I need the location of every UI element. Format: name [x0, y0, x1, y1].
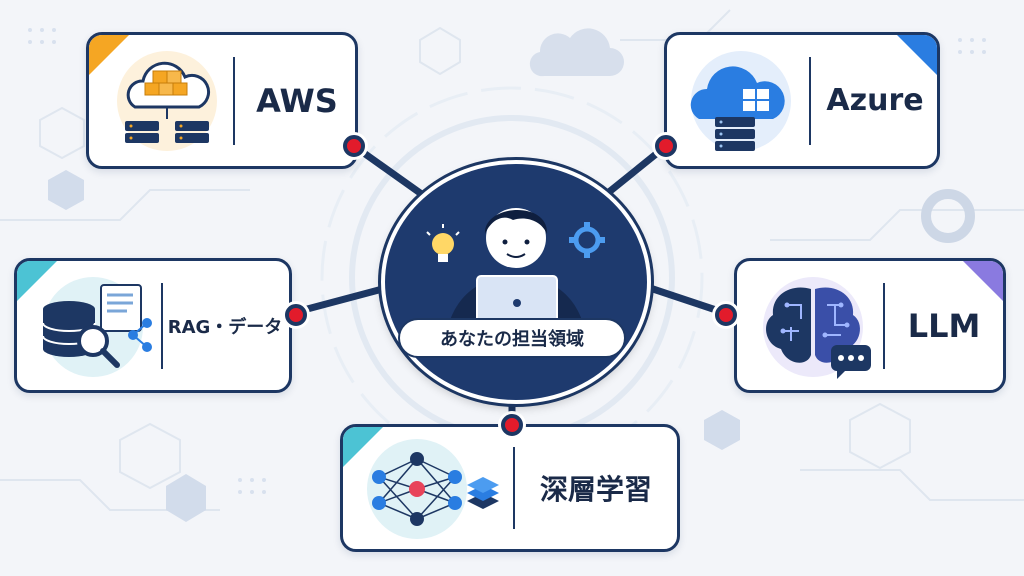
aws-cloud-server-icon [117, 51, 217, 151]
connector-llm [634, 280, 726, 316]
database-search-icon [42, 277, 152, 377]
rag-data-label: RAG・データ [167, 316, 283, 338]
circuit-line [770, 209, 1024, 241]
center-label: あなたの担当領域 [398, 318, 626, 358]
card-corner-accent [17, 261, 57, 301]
hexagon-decoration [419, 26, 461, 76]
deep-learning-card[interactable]: 深層学習 [340, 424, 680, 552]
connector-rag [292, 284, 390, 316]
person-with-laptop-icon [426, 208, 605, 342]
card-corner-accent [897, 35, 937, 75]
connector-aws [350, 142, 434, 204]
gear-icon [569, 222, 605, 258]
llm-label: LLM [907, 306, 981, 345]
center-hub [381, 160, 651, 404]
deep-learning-label: 深層学習 [539, 473, 652, 506]
azure-card[interactable]: Azure [664, 32, 940, 169]
card-corner-accent [89, 35, 129, 75]
connector-dot-llm [715, 304, 737, 326]
card-divider [513, 447, 515, 529]
lightbulb-icon [426, 224, 460, 262]
rag-data-card[interactable]: RAG・データ [14, 258, 292, 393]
azure-label: Azure [826, 83, 924, 118]
hexagon-decoration [119, 422, 181, 490]
circuit-line [0, 189, 250, 221]
aws-label: AWS [256, 81, 338, 120]
hexagon-decoration [704, 410, 740, 450]
card-divider [809, 57, 811, 145]
card-divider [161, 283, 163, 369]
connector-dot-azure [655, 135, 677, 157]
cloud-decoration [529, 28, 624, 77]
connector-azure [600, 142, 670, 200]
connector-dot-aws [343, 135, 365, 157]
hexagon-decoration [166, 474, 206, 522]
gear-decoration [921, 189, 975, 243]
hexagon-decoration [48, 170, 84, 210]
card-corner-accent [963, 261, 1003, 301]
azure-cloud-server-icon [690, 51, 791, 151]
connector-dot-deep-learning [501, 414, 523, 436]
circuit-line [800, 469, 1024, 501]
circuit-line [0, 479, 220, 511]
aws-card[interactable]: AWS [86, 32, 358, 169]
brain-chat-icon [763, 277, 871, 379]
hexagon-decoration [849, 402, 911, 470]
llm-card[interactable]: LLM [734, 258, 1006, 393]
card-divider [233, 57, 235, 145]
neural-network-icon [367, 439, 499, 539]
connector-dot-rag [285, 304, 307, 326]
card-divider [883, 283, 885, 369]
hexagon-decoration [39, 106, 85, 160]
